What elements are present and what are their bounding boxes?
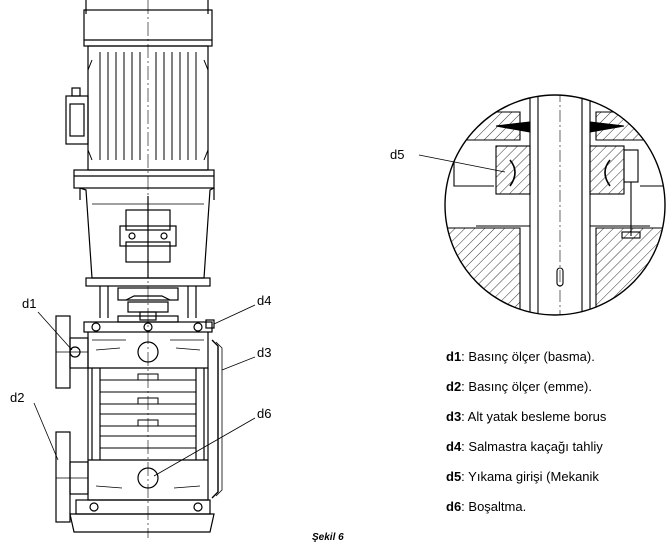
motor-fins	[99, 52, 197, 160]
legend-item-d6: d6: Boşaltma.	[446, 499, 527, 514]
leader-lines	[33, 304, 256, 477]
legend-item-d4: d4: Salmastra kaçağı tahliy	[446, 439, 603, 454]
legend-item-d1: d1: Basınç ölçer (basma).	[446, 349, 595, 364]
label-d2: d2	[10, 390, 25, 405]
seal-detail-view	[444, 94, 666, 316]
legend-item-d3: d3: Alt yatak besleme borus	[446, 409, 607, 424]
legend-item-d2: d2: Basınç ölçer (emme).	[446, 379, 592, 394]
label-d1: d1	[22, 296, 37, 311]
pump-assembly	[55, 0, 223, 538]
label-d6: d6	[257, 406, 272, 421]
legend-item-d5: d5: Yıkama girişi (Mekanik	[446, 469, 599, 484]
label-d5: d5	[390, 147, 405, 162]
label-d3: d3	[257, 345, 272, 360]
d5-leader-line	[418, 154, 506, 173]
label-d4: d4	[257, 293, 272, 308]
